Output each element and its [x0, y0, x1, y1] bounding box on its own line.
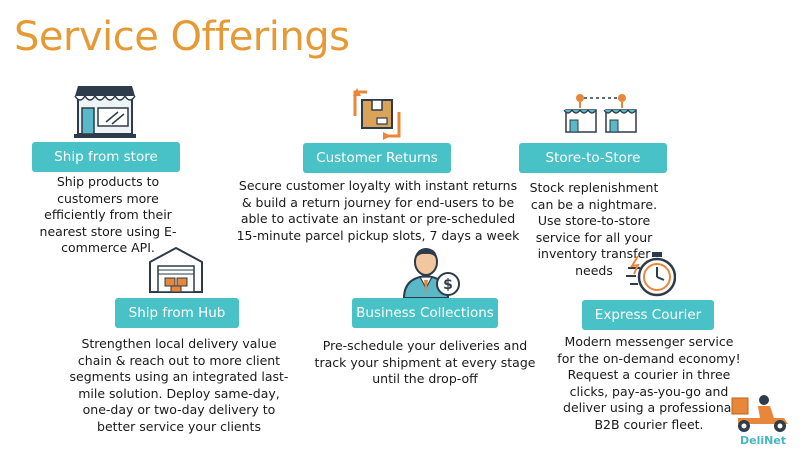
service-business-collections[interactable]: Business Collections: [352, 298, 498, 328]
storefront-icon: [74, 86, 136, 138]
service-store-to-store[interactable]: Store-to-Store: [519, 143, 667, 173]
delivery-scooter-icon: [731, 395, 788, 432]
warehouse-icon: [149, 246, 203, 293]
service-ship-from-hub[interactable]: Ship from Hub: [115, 298, 239, 328]
svg-text:$: $: [443, 277, 453, 293]
service-business-collections-description: Pre-schedule your deliveries and track y…: [314, 338, 536, 386]
service-express-courier-description: Modern messenger service for the on-dema…: [557, 334, 741, 432]
service-store-to-store-description: Stock replenishment can be a nightmare. …: [529, 180, 659, 278]
service-ship-from-hub-description: Strengthen local delivery value chain & …: [69, 336, 289, 434]
return-box-icon: [353, 88, 401, 140]
service-customer-returns[interactable]: Customer Returns: [303, 143, 451, 173]
service-ship-from-store[interactable]: Ship from store: [32, 142, 180, 172]
stopwatch-icon: [626, 252, 676, 297]
service-customer-returns-description: Secure customer loyalty with instant ret…: [236, 178, 520, 243]
business-person-icon: $: [402, 248, 460, 299]
service-ship-from-store-description: Ship products to customers more efficien…: [39, 174, 177, 255]
page-title: Service Offerings: [14, 14, 350, 60]
brand-logo: DeliNet: [740, 434, 787, 447]
service-express-courier[interactable]: Express Courier: [582, 300, 714, 330]
store-to-store-icon: [563, 94, 637, 133]
